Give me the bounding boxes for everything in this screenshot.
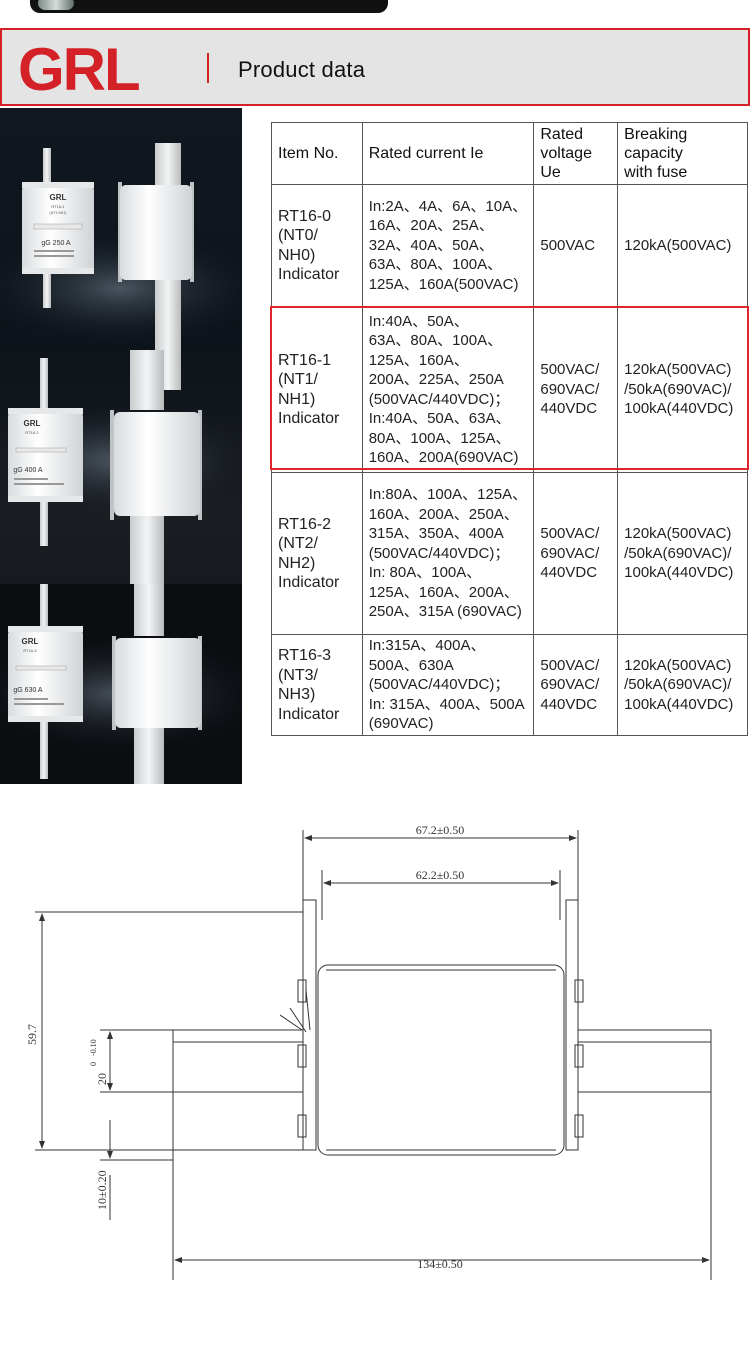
svg-text:0: 0: [89, 1062, 98, 1066]
svg-text:62.2±0.50: 62.2±0.50: [416, 868, 465, 882]
dim-inner-width: 62.2±0.50: [321, 868, 561, 920]
cell-item: RT16-0 (NT0/ NH0) Indicator: [271, 184, 363, 307]
svg-text:RT16-3: RT16-3: [23, 648, 37, 653]
cell-current: In:315A、400A、 500A、630A (500VAC/440VDC)；…: [361, 634, 535, 736]
header-breaking-capacity: Breaking capacity with fuse: [617, 122, 748, 185]
svg-text:20: 20: [95, 1073, 109, 1085]
svg-text:59.7: 59.7: [25, 1024, 39, 1045]
header-rated-current: Rated current Ie: [361, 122, 535, 185]
cell-voltage: 500VAC/ 690VAC/ 440VDC: [533, 634, 619, 736]
table-row: RT16-0 (NT0/ NH0) Indicator In:2A、4A、6A、…: [271, 184, 748, 307]
fuse-body-outline: [317, 964, 565, 1156]
svg-text:10±0.20: 10±0.20: [95, 1170, 109, 1210]
top-banner-tab: [30, 0, 388, 13]
fuse-photo-1: GRL RT16-1 (NT1 NH1) gG 250 A: [0, 143, 242, 390]
fuse-photo-3: GRL RT16-3 gG 630 A: [0, 584, 242, 784]
header-item-no: Item No.: [271, 122, 363, 185]
cell-breaking: 120kA(500VAC) /50kA(690VAC)/ 100kA(440VD…: [617, 634, 748, 736]
cell-voltage: 500VAC: [533, 184, 619, 307]
dim-height: 59.7: [25, 911, 303, 1151]
svg-text:gG 250 A: gG 250 A: [41, 240, 71, 247]
svg-text:67.2±0.50: 67.2±0.50: [416, 823, 465, 837]
svg-text:(NT1 NH1): (NT1 NH1): [50, 211, 67, 215]
cell-current: In:80A、100A、125A、 160A、200A、250A、 315A、3…: [361, 472, 535, 635]
cell-current: In:2A、4A、6A、10A、 16A、20A、25A、 32A、40A、50…: [361, 184, 535, 307]
table-row: RT16-3 (NT3/ NH3) Indicator In:315A、400A…: [271, 634, 748, 736]
table-row: RT16-2 (NT2/ NH2) Indicator In:80A、100A、…: [271, 472, 748, 635]
spec-table-wrap: Item No. Rated current Ie Rated voltage …: [271, 122, 750, 736]
svg-text:RT16-2: RT16-2: [25, 430, 39, 435]
svg-text:RT16-1: RT16-1: [51, 204, 65, 209]
top-strip: [0, 0, 750, 20]
svg-text:GRL: GRL: [50, 193, 67, 202]
header-rated-voltage: Rated voltage Ue: [533, 122, 619, 185]
cell-item: RT16-1 (NT1/ NH1) Indicator: [271, 306, 363, 473]
cell-breaking: 120kA(500VAC) /50kA(690VAC)/ 100kA(440VD…: [617, 472, 748, 635]
svg-text:gG 400 A: gG 400 A: [13, 467, 43, 474]
dim-blade-width: 20 0 -0.10: [89, 1029, 173, 1093]
spec-table: Item No. Rated current Ie Rated voltage …: [271, 122, 748, 736]
svg-text:GRL: GRL: [18, 40, 139, 96]
fuse-photo-2: GRL RT16-2 gG 400 A: [0, 350, 242, 586]
cell-item: RT16-3 (NT3/ NH3) Indicator: [271, 634, 363, 736]
cell-voltage: 500VAC/ 690VAC/ 440VDC: [533, 306, 619, 473]
table-row-highlighted: RT16-1 (NT1/ NH1) Indicator In:40A、50A、 …: [271, 306, 748, 473]
dim-blade-thickness: 10±0.20: [95, 1120, 173, 1220]
cell-current: In:40A、50A、 63A、80A、100A、 125A、160A、 200…: [361, 306, 535, 473]
svg-text:-0.10: -0.10: [89, 1039, 98, 1056]
product-photos: GRL RT16-1 (NT1 NH1) gG 250 A GRL RT16-2: [0, 143, 242, 784]
dim-total-length: 134±0.50: [172, 1092, 712, 1280]
cell-breaking: 120kA(500VAC) /50kA(690VAC)/ 100kA(440VD…: [617, 306, 748, 473]
dim-outer-width: 67.2±0.50: [302, 823, 579, 900]
fuse-blades: [172, 1029, 712, 1093]
cell-breaking: 120kA(500VAC): [617, 184, 748, 307]
svg-text:134±0.50: 134±0.50: [417, 1257, 463, 1271]
table-header-row: Item No. Rated current Ie Rated voltage …: [271, 122, 748, 185]
product-photo-panel: GRL RT16-1 (NT1 NH1) gG 250 A GRL RT16-2: [0, 108, 242, 784]
svg-text:gG 630 A: gG 630 A: [13, 687, 43, 694]
fuse-side-plates: [279, 899, 584, 1151]
header-bar: GRL Product data: [0, 28, 750, 106]
svg-text:GRL: GRL: [24, 419, 41, 428]
page-title: Product data: [238, 57, 366, 82]
svg-text:GRL: GRL: [22, 637, 39, 646]
technical-drawing: 67.2±0.50 62.2±0.50: [0, 820, 750, 1290]
cell-item: RT16-2 (NT2/ NH2) Indicator: [271, 472, 363, 635]
header-divider: [207, 53, 209, 83]
grl-logo-icon: GRL: [18, 40, 141, 96]
cell-voltage: 500VAC/ 690VAC/ 440VDC: [533, 472, 619, 635]
decorative-thumbnail: [38, 0, 74, 10]
